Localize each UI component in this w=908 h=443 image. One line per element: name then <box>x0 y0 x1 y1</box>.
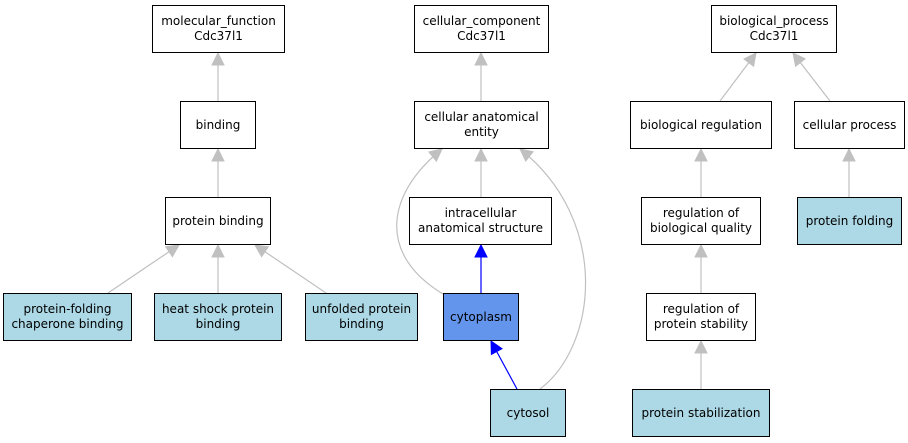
arrowhead-protein_folding-to-cellular_process <box>842 147 856 162</box>
node-unfolded-protein-binding[interactable]: unfolded protein binding <box>305 293 418 341</box>
arrowhead-heat_shock_protein_binding-to-protein_binding <box>211 243 225 258</box>
node-label-line2: Cdc37l1 <box>749 29 799 43</box>
arrowhead-cytosol-to-cellular_anatomical_entity <box>519 148 534 163</box>
node-label-line1: cytoplasm <box>450 309 512 324</box>
arrowhead-biological_regulation-to-bp_root <box>743 52 757 68</box>
node-label-line2: protein stability <box>653 317 749 331</box>
node-heat-shock-protein-binding[interactable]: heat shock protein binding <box>154 293 282 341</box>
node-label-line1: binding <box>195 117 241 132</box>
node-label-line1: cellular anatomical <box>424 110 539 124</box>
arrowhead-binding-to-mf_root <box>211 51 225 66</box>
arrowhead-protein_binding-to-binding <box>211 147 225 162</box>
node-cytoplasm[interactable]: cytoplasm <box>443 293 519 341</box>
node-intracellular-anatomical-structure[interactable]: intracellular anatomical structure <box>409 197 552 245</box>
node-label-line1: intracellular <box>444 206 517 220</box>
node-label-line1: cellular_component <box>422 14 541 28</box>
edge-cytoplasm-to-cellular_anatomical_entity <box>396 148 444 295</box>
node-protein-binding[interactable]: protein binding <box>165 197 271 245</box>
node-label-line1: biological regulation <box>640 117 762 132</box>
node-label-line2: anatomical structure <box>418 221 543 235</box>
node-cellular-anatomical-entity[interactable]: cellular anatomical entity <box>414 101 549 149</box>
node-label-line1: protein stabilization <box>641 405 761 420</box>
node-cellular-process[interactable]: cellular process <box>794 101 905 149</box>
node-label-line1: protein binding <box>172 213 264 228</box>
node-regulation-of-biological-quality[interactable]: regulation of biological quality <box>641 197 761 245</box>
arrowhead-cytoplasm-to-cellular_anatomical_entity <box>428 148 443 163</box>
arrowhead-regulation_of_biological_quality-to-biological_regulation <box>694 147 708 162</box>
node-label-line2: Cdc37l1 <box>457 29 506 43</box>
node-label-line1: heat shock protein <box>161 302 275 316</box>
node-biological-process-root[interactable]: biological_process Cdc37l1 <box>711 5 837 53</box>
arrowhead-cellular_process-to-bp_root <box>792 52 807 68</box>
arrowhead-regulation_of_protein_stability-to-regulation_of_biological_quality <box>694 243 708 258</box>
node-label-line2: biological quality <box>649 221 753 235</box>
arrowhead-protein_folding_chaperone_binding-to-protein_binding <box>164 244 180 258</box>
node-regulation-of-protein-stability[interactable]: regulation of protein stability <box>646 293 756 341</box>
node-cellular-component-root[interactable]: cellular_component Cdc37l1 <box>414 5 549 53</box>
arrowhead-protein_stabilization-to-regulation_of_protein_stability <box>694 339 708 354</box>
arrowhead-cytosol-to-cytoplasm <box>490 340 503 356</box>
arrowhead-cytoplasm-to-intracellular_anatomical_structure <box>474 243 488 258</box>
node-label-line1: protein-folding <box>23 302 112 316</box>
node-label-line1: biological_process <box>719 14 829 28</box>
node-label-line1: protein folding <box>805 213 894 228</box>
node-label-line1: molecular_function <box>161 14 276 28</box>
node-label-line2: binding <box>339 317 384 331</box>
node-protein-folding-chaperone-binding[interactable]: protein-folding chaperone binding <box>3 293 132 341</box>
node-cytosol[interactable]: cytosol <box>490 389 566 437</box>
node-protein-stabilization[interactable]: protein stabilization <box>632 389 770 437</box>
node-label-line1: regulation of <box>662 206 740 220</box>
node-label-line2: chaperone binding <box>11 317 124 331</box>
node-molecular-function-root[interactable]: molecular_function Cdc37l1 <box>152 5 285 53</box>
node-label-line1: cellular process <box>802 117 897 132</box>
node-label-line1: regulation of <box>662 302 740 316</box>
node-biological-regulation[interactable]: biological regulation <box>630 101 772 149</box>
node-protein-folding[interactable]: protein folding <box>797 197 902 245</box>
edge-protein_folding_chaperone_binding-to-protein_binding <box>107 244 180 294</box>
edge-unfolded_protein_binding-to-protein_binding <box>254 244 327 294</box>
node-label-line2: binding <box>195 317 241 331</box>
node-binding[interactable]: binding <box>180 101 256 149</box>
node-label-line1: unfolded protein <box>311 302 412 316</box>
arrowhead-intracellular_anatomical_structure-to-cellular_anatomical_entity <box>474 147 488 162</box>
node-label-line1: cytosol <box>506 405 550 420</box>
node-label-line2: entity <box>464 125 499 139</box>
arrowhead-cellular_anatomical_entity-to-cc_root <box>474 51 488 66</box>
node-label-line2: Cdc37l1 <box>194 29 243 43</box>
arrowhead-unfolded_protein_binding-to-protein_binding <box>254 244 270 258</box>
edge-cytosol-to-cellular_anatomical_entity <box>519 148 587 390</box>
